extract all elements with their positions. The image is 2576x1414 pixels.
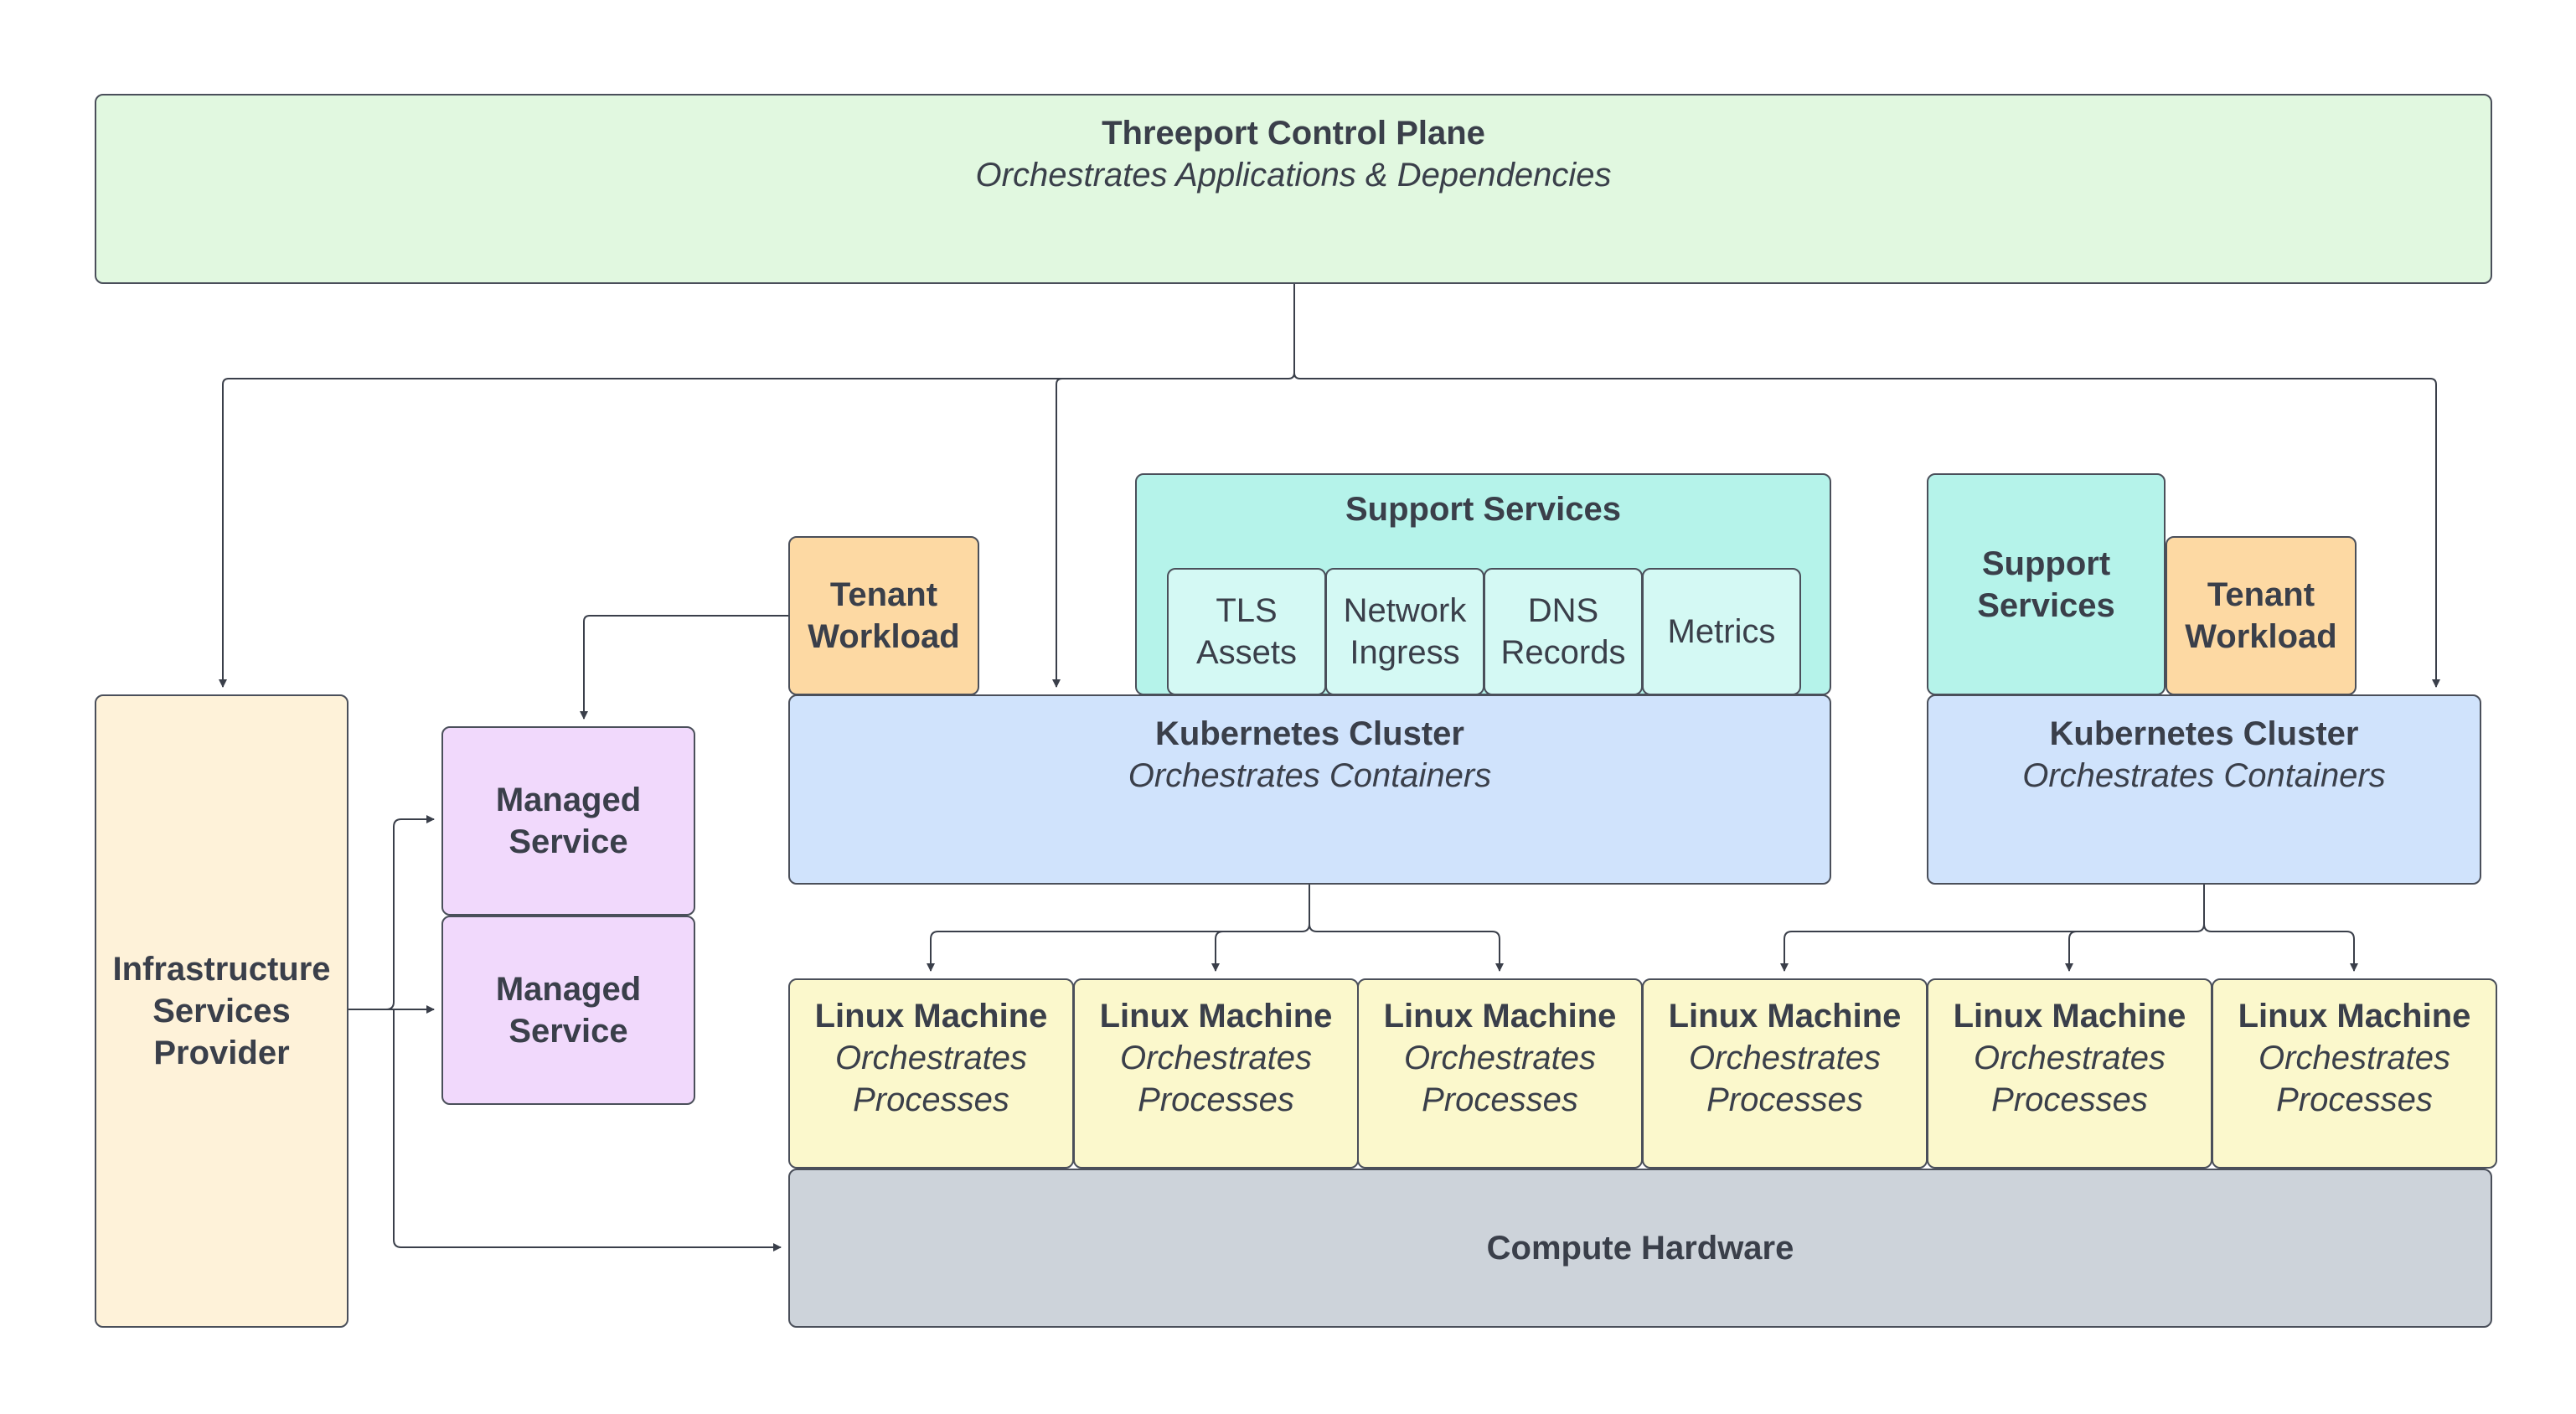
linux-machine-subtitle: Orchestrates Processes <box>2259 1040 2450 1118</box>
kubernetes-cluster-box: Kubernetes Cluster Orchestrates Containe… <box>1927 694 2481 885</box>
connector-infra-to-hardware <box>393 1009 782 1251</box>
managed-service-box: Managed Service <box>441 726 695 916</box>
linux-machine-title: Linux Machine <box>1383 998 1617 1035</box>
compute-hardware-box: Compute Hardware <box>788 1169 2492 1328</box>
control-plane-box: Threeport Control Plane Orchestrates App… <box>95 94 2492 284</box>
connector-k8s1-to-linux-3 <box>1309 923 1504 972</box>
support-service-dns-records: DNS Records <box>1484 568 1643 695</box>
connector-tenant-to-managed-service <box>580 615 788 720</box>
kubernetes-cluster-subtitle: Orchestrates Containers <box>2022 757 2386 794</box>
connector-k8s2-to-linux-3 <box>2203 923 2358 972</box>
tenant-workload-label: Tenant Workload <box>808 576 960 655</box>
linux-machine-box: Linux Machine Orchestrates Processes <box>1073 978 1359 1169</box>
linux-machine-subtitle: Orchestrates Processes <box>1120 1040 1312 1118</box>
linux-machine-title: Linux Machine <box>1953 998 2186 1035</box>
linux-machine-subtitle: Orchestrates Processes <box>835 1040 1027 1118</box>
support-services-compact-label: Support Services <box>1977 544 2115 624</box>
linux-machine-box: Linux Machine Orchestrates Processes <box>2212 978 2497 1169</box>
compute-hardware-label: Compute Hardware <box>1486 1230 1794 1267</box>
connector-k8s1-to-linux <box>927 885 1310 972</box>
control-plane-title: Threeport Control Plane <box>1102 115 1485 152</box>
linux-machine-title: Linux Machine <box>2238 998 2471 1035</box>
support-service-label: DNS Records <box>1500 592 1626 671</box>
support-service-metrics: Metrics <box>1642 568 1801 695</box>
managed-service-box: Managed Service <box>441 916 695 1105</box>
tenant-workload-label: Tenant Workload <box>2185 576 2337 655</box>
support-services-title: Support Services <box>1345 491 1621 528</box>
support-service-tls-assets: TLS Assets <box>1167 568 1326 695</box>
tenant-workload-box: Tenant Workload <box>788 536 979 695</box>
support-service-label: Metrics <box>1667 613 1776 650</box>
connector-k8s2-to-linux-2 <box>2065 931 2078 972</box>
infrastructure-provider-box: Infrastructure Services Provider <box>95 694 348 1328</box>
tenant-workload-box: Tenant Workload <box>2166 536 2357 695</box>
linux-machine-box: Linux Machine Orchestrates Processes <box>1927 978 2212 1169</box>
managed-service-label: Managed Service <box>495 971 642 1050</box>
kubernetes-cluster-title: Kubernetes Cluster <box>2049 715 2359 752</box>
support-service-label: Network Ingress <box>1343 592 1467 671</box>
support-service-label: TLS Assets <box>1195 592 1298 671</box>
kubernetes-cluster-title: Kubernetes Cluster <box>1155 715 1464 752</box>
linux-machine-box: Linux Machine Orchestrates Processes <box>788 978 1074 1169</box>
linux-machine-subtitle: Orchestrates Processes <box>1974 1040 2166 1118</box>
kubernetes-cluster-subtitle: Orchestrates Containers <box>1128 757 1492 794</box>
linux-machine-subtitle: Orchestrates Processes <box>1689 1040 1881 1118</box>
connector-control-plane-to-k8s-right <box>1293 372 2440 688</box>
kubernetes-cluster-box: Kubernetes Cluster Orchestrates Containe… <box>788 694 1831 885</box>
control-plane-subtitle: Orchestrates Applications & Dependencies <box>975 157 1612 194</box>
linux-machine-title: Linux Machine <box>1099 998 1333 1035</box>
linux-machine-box: Linux Machine Orchestrates Processes <box>1357 978 1643 1169</box>
support-services-compact-box: Support Services <box>1927 473 2166 695</box>
connector-infra-trunk <box>348 815 435 1010</box>
connector-k8s1-to-linux-2 <box>1211 931 1224 972</box>
linux-machine-title: Linux Machine <box>1668 998 1902 1035</box>
connector-control-plane-trunk <box>1056 284 1295 385</box>
linux-machine-box: Linux Machine Orchestrates Processes <box>1642 978 1928 1169</box>
managed-service-label: Managed Service <box>495 782 642 860</box>
infrastructure-provider-label: Infrastructure Services Provider <box>112 951 331 1071</box>
connector-control-plane-to-infra <box>219 378 1062 688</box>
linux-machine-subtitle: Orchestrates Processes <box>1404 1040 1596 1118</box>
linux-machine-title: Linux Machine <box>814 998 1048 1035</box>
support-service-network-ingress: Network Ingress <box>1325 568 1484 695</box>
connector-k8s2-to-linux <box>1780 885 2205 972</box>
